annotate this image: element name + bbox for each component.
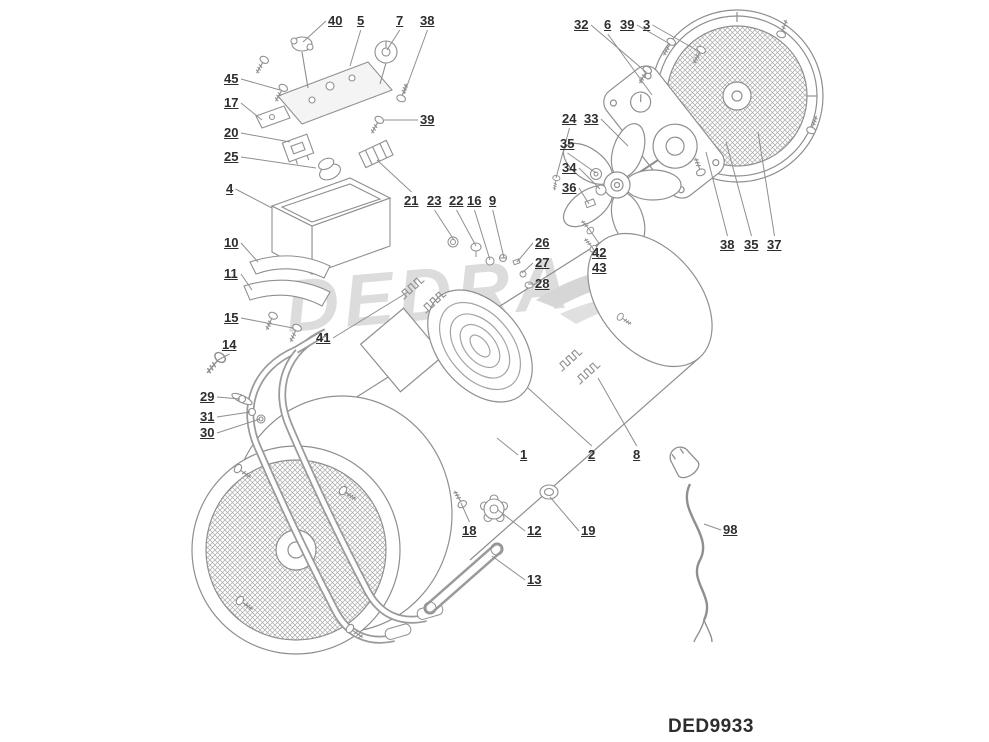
watermark-swoosh	[536, 264, 678, 308]
cap	[539, 484, 559, 500]
star-knob	[479, 494, 509, 523]
front-grille	[191, 445, 401, 655]
handle-strips	[243, 255, 331, 307]
control-plate	[277, 36, 398, 125]
stand-frame	[246, 328, 444, 644]
handle-rod	[423, 542, 504, 615]
power-cord	[669, 446, 713, 643]
cable-gland	[318, 157, 341, 181]
small-hardware	[447, 236, 534, 289]
switch	[281, 133, 315, 165]
fan-blade	[562, 123, 682, 247]
wing-knob	[290, 36, 314, 89]
main-body	[351, 232, 713, 561]
heating-coil	[438, 301, 522, 391]
bracket	[255, 105, 291, 129]
motor-plate	[603, 65, 725, 199]
thermostat-knob	[374, 40, 398, 85]
spring-clips	[401, 277, 601, 385]
model-number: DED9933	[668, 716, 754, 737]
terminal-block	[358, 139, 394, 169]
